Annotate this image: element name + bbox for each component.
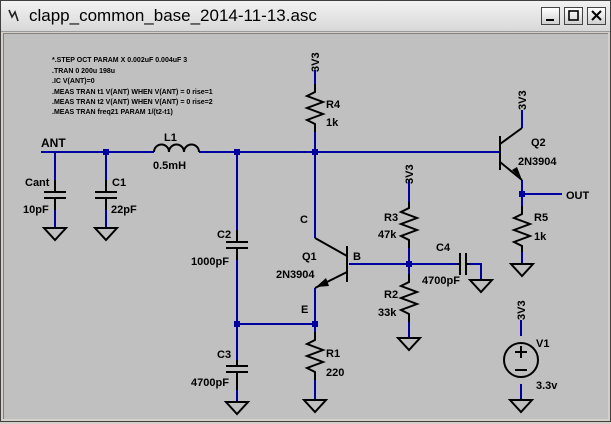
q2-ref[interactable]: Q2 [531,137,546,149]
wires[interactable] [41,70,562,402]
resistor-r2[interactable] [398,274,420,322]
ground-symbol [395,337,423,352]
r1-ref[interactable]: R1 [326,348,340,360]
v1-value[interactable]: 3.3v [536,380,558,392]
directive-step[interactable]: *.STEP OCT PARAM X 0.002uF 0.004uF 3 [52,57,187,64]
r3-value[interactable]: 47k [378,229,397,241]
q1-value[interactable]: 2N3904 [276,269,315,281]
close-icon [591,10,602,21]
schematic-svg[interactable]: *.STEP OCT PARAM X 0.002uF 0.004uF 3 .TR… [4,34,608,419]
schematic-canvas[interactable]: *.STEP OCT PARAM X 0.002uF 0.004uF 3 .TR… [3,33,608,419]
grounds [41,227,536,416]
r3-ref[interactable]: R3 [384,212,398,224]
close-button[interactable] [587,7,606,25]
minimize-icon [546,19,554,21]
components[interactable] [44,84,539,390]
capacitor-c2[interactable] [226,230,248,260]
c2-value[interactable]: 1000pF [191,256,229,268]
voltage-source-v1[interactable] [503,342,539,378]
net-label-emitter[interactable]: E [301,304,308,316]
r5-value[interactable]: 1k [534,231,547,243]
junction-dot [234,149,240,155]
directive-ic[interactable]: .IC V(ANT)=0 [52,78,95,85]
ground-symbol [507,399,535,414]
r1-value[interactable]: 220 [326,367,344,379]
l1-ref[interactable]: L1 [164,132,177,144]
r4-ref[interactable]: R4 [326,99,341,111]
r2-ref[interactable]: R2 [384,289,398,301]
net-label-3v3-r3[interactable]: 3V3 [404,164,416,184]
ground-symbol [508,263,536,278]
net-label-collector[interactable]: C [300,214,308,226]
v1-ref[interactable]: V1 [536,338,549,350]
wire-c4-ground[interactable] [469,263,482,280]
capacitor-cant[interactable] [44,180,66,210]
q2-value[interactable]: 2N3904 [518,156,557,168]
ground-symbol [223,401,251,416]
transistor-arrows [316,167,522,287]
maximize-icon [568,10,579,21]
junction-dot [312,321,318,327]
directive-meas-t2[interactable]: .MEAS TRAN t2 V(ANT) WHEN V(ANT) = 0 ris… [52,99,213,106]
inductor-l1[interactable] [153,143,200,153]
r5-ref[interactable]: R5 [534,212,548,224]
c1-ref[interactable]: C1 [112,177,126,189]
net-label-ant[interactable]: ANT [41,136,66,150]
voltage-source-v1-signs [515,346,527,371]
q1-ref[interactable]: Q1 [302,251,317,263]
c1-value[interactable]: 22pF [111,204,137,216]
resistor-r4[interactable] [304,84,326,132]
net-label-base[interactable]: B [353,251,361,263]
wire-q2-out[interactable] [521,180,562,195]
ground-symbol [301,399,329,414]
capacitor-c1[interactable] [95,180,117,210]
r2-value[interactable]: 33k [378,307,397,319]
resistor-r5[interactable] [511,206,533,252]
cant-value[interactable]: 10pF [23,204,49,216]
q2-emitter-arrow [512,167,522,180]
cant-ref[interactable]: Cant [25,177,50,189]
directive-tran[interactable]: .TRAN 0 200u 198u [52,68,115,75]
junction-dot [103,149,109,155]
c4-ref[interactable]: C4 [436,242,451,254]
resistor-r1[interactable] [304,332,326,380]
net-label-3v3-q2[interactable]: 3V3 [517,90,529,110]
junction-dot [312,149,318,155]
minimize-button[interactable] [541,7,560,25]
junctions [103,149,525,327]
q1-emitter-arrow [316,278,329,287]
c2-ref[interactable]: C2 [217,229,231,241]
transistor-q1[interactable] [314,237,348,289]
net-label-out[interactable]: OUT [566,190,590,202]
c4-value[interactable]: 4700pF [422,275,460,287]
c3-value[interactable]: 4700pF [191,377,229,389]
junction-dot [519,191,525,197]
net-label-3v3-v1[interactable]: 3V3 [516,300,528,320]
maximize-button[interactable] [564,7,583,25]
transistor-q2[interactable] [499,127,523,181]
junction-dot [406,261,412,267]
c3-ref[interactable]: C3 [217,349,231,361]
capacitor-c4[interactable] [457,253,469,275]
ground-symbol [467,279,495,294]
title-bar[interactable]: clapp_common_base_2014-11-13.asc [1,1,610,32]
directive-meas-t1[interactable]: .MEAS TRAN t1 V(ANT) WHEN V(ANT) = 0 ris… [52,89,213,96]
directive-meas-freq21[interactable]: .MEAS TRAN freq21 PARAM 1/(t2-t1) [52,109,173,116]
window-title: clapp_common_base_2014-11-13.asc [29,6,317,25]
r4-value[interactable]: 1k [326,117,339,129]
l1-value[interactable]: 0.5mH [153,160,186,172]
resistor-r3[interactable] [398,202,420,248]
ltspice-app-icon [8,9,19,22]
ground-symbol [41,227,69,242]
net-label-3v3-r4[interactable]: 3V3 [310,52,322,72]
ground-symbol [92,227,120,242]
capacitor-c3[interactable] [226,360,248,390]
junction-dot [234,321,240,327]
